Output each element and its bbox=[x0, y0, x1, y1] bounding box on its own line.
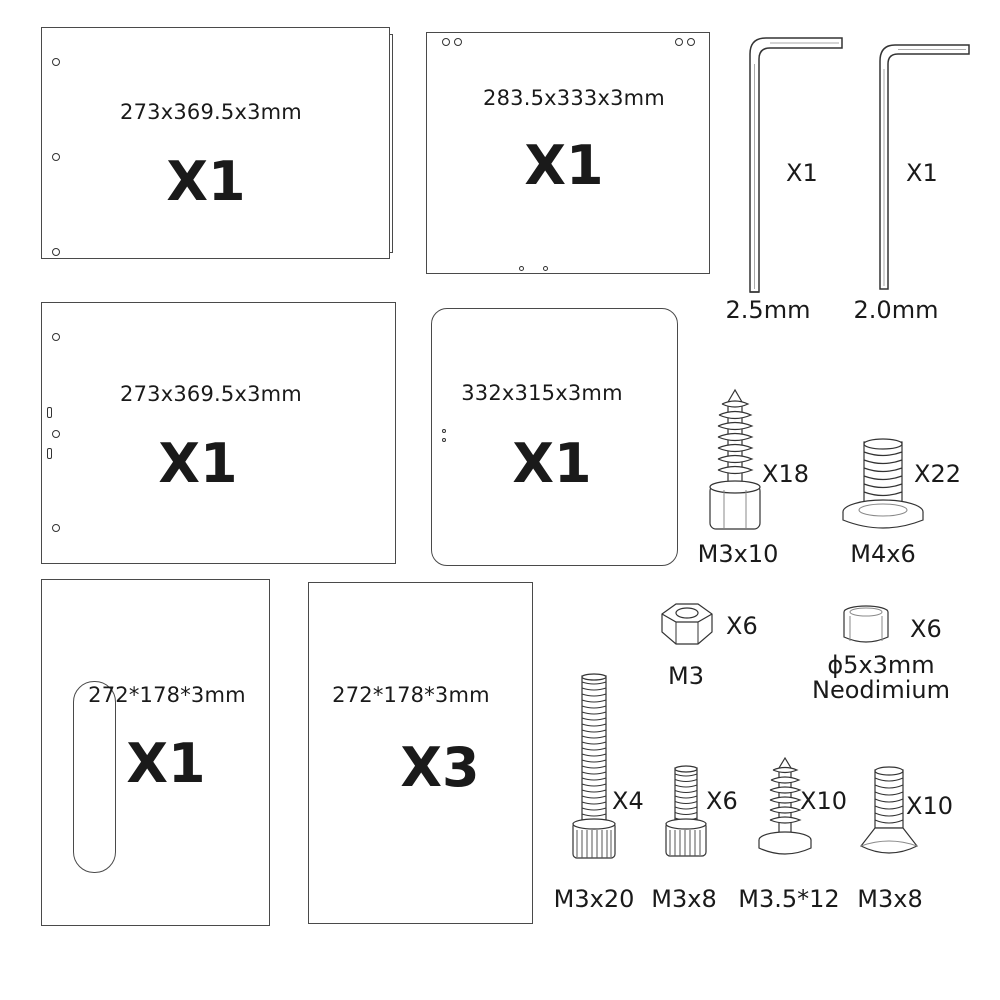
self-tapping-screw-icon bbox=[758, 756, 812, 855]
panel-3-dims: 273x369.5x3mm bbox=[120, 382, 302, 406]
panel-3-qty: X1 bbox=[158, 432, 238, 495]
m3x8-socket-label: M3x8 bbox=[651, 885, 717, 913]
mounting-hole bbox=[442, 438, 446, 442]
hex-key-1-size: 2.5mm bbox=[725, 296, 811, 324]
panel-1-edge bbox=[390, 34, 393, 253]
m3x20-label: M3x20 bbox=[553, 885, 635, 913]
m3x10-label: M3x10 bbox=[697, 540, 779, 568]
countersunk-screw-icon bbox=[860, 766, 918, 854]
mounting-hole bbox=[52, 248, 60, 256]
m35x12-label: M3.5*12 bbox=[738, 885, 840, 913]
panel-2 bbox=[426, 32, 710, 274]
panel-6-qty: X3 bbox=[400, 736, 480, 799]
socket-cap-screw-icon bbox=[572, 673, 616, 859]
hex-key-1-qty: X1 bbox=[786, 159, 818, 187]
panel-1-qty: X1 bbox=[166, 150, 246, 213]
m4x6-label: M4x6 bbox=[850, 540, 916, 568]
magnet-size: ϕ5x3mm bbox=[827, 651, 935, 679]
mounting-slot bbox=[47, 407, 52, 418]
panel-2-dims: 283.5x333x3mm bbox=[483, 86, 665, 110]
self-tapping-screw-icon bbox=[709, 388, 761, 530]
panel-5 bbox=[41, 579, 270, 926]
panel-slot-cutout bbox=[73, 681, 116, 873]
panel-5-qty: X1 bbox=[126, 732, 206, 795]
mounting-hole bbox=[454, 38, 462, 46]
magnet-material: Neodimium bbox=[812, 676, 950, 704]
panel-4-qty: X1 bbox=[512, 432, 592, 495]
hex-key-2-size: 2.0mm bbox=[853, 296, 939, 324]
mounting-hole bbox=[442, 38, 450, 46]
mounting-hole bbox=[52, 153, 60, 161]
m3x20-qty: X4 bbox=[612, 787, 644, 815]
mounting-hole bbox=[442, 429, 446, 433]
panel-4 bbox=[431, 308, 678, 566]
mounting-hole bbox=[687, 38, 695, 46]
hex-key-2-qty: X1 bbox=[906, 159, 938, 187]
m3-nut-qty: X6 bbox=[726, 612, 758, 640]
panel-5-dims: 272*178*3mm bbox=[88, 683, 246, 707]
mounting-hole bbox=[543, 266, 548, 271]
m3x8-countersunk-qty: X10 bbox=[906, 792, 953, 820]
mounting-hole bbox=[52, 58, 60, 66]
m3x8-countersunk-label: M3x8 bbox=[857, 885, 923, 913]
mounting-hole bbox=[52, 524, 60, 532]
mounting-hole bbox=[52, 430, 60, 438]
m3-nut-label: M3 bbox=[668, 662, 704, 690]
m3x8-socket-qty: X6 bbox=[706, 787, 738, 815]
hex-nut-icon bbox=[661, 603, 713, 645]
panel-3 bbox=[41, 302, 396, 564]
mounting-slot bbox=[47, 448, 52, 459]
mounting-hole bbox=[519, 266, 524, 271]
panel-1-dims: 273x369.5x3mm bbox=[120, 100, 302, 124]
panel-1 bbox=[41, 27, 390, 259]
panel-6 bbox=[308, 582, 533, 924]
m35x12-qty: X10 bbox=[800, 787, 847, 815]
m3x10-qty: X18 bbox=[762, 460, 809, 488]
magnet-icon bbox=[843, 605, 889, 643]
allen-key-icon bbox=[749, 37, 843, 293]
magnet-qty: X6 bbox=[910, 615, 942, 643]
flange-screw-icon bbox=[842, 438, 924, 529]
mounting-hole bbox=[52, 333, 60, 341]
allen-key-icon bbox=[879, 44, 970, 290]
panel-4-dims: 332x315x3mm bbox=[461, 381, 623, 405]
panel-2-qty: X1 bbox=[524, 134, 604, 197]
mounting-hole bbox=[675, 38, 683, 46]
socket-cap-screw-icon bbox=[665, 765, 707, 857]
panel-6-dims: 272*178*3mm bbox=[332, 683, 490, 707]
m4x6-qty: X22 bbox=[914, 460, 961, 488]
